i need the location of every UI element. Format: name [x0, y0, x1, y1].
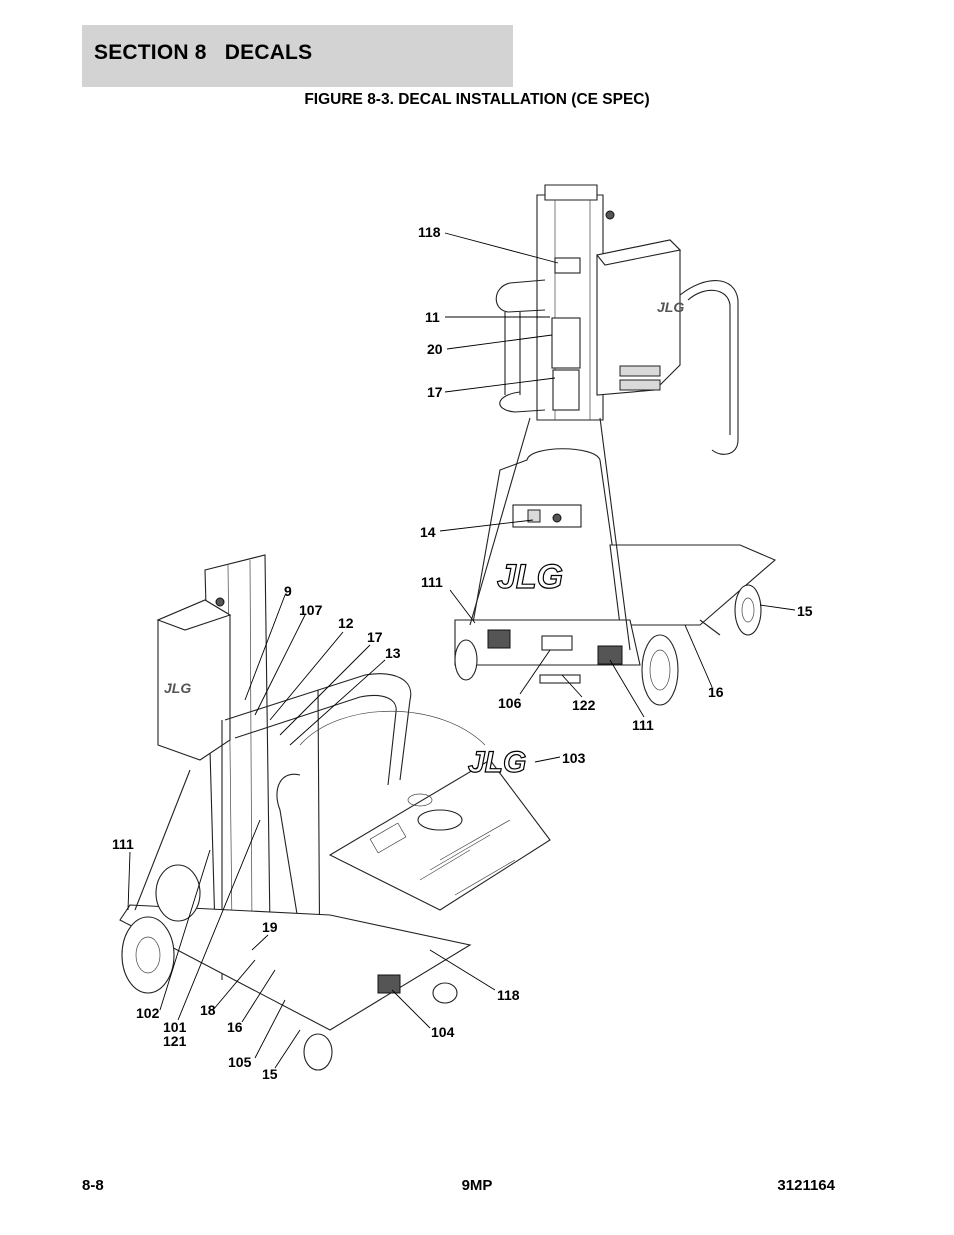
callout-11: 11: [425, 309, 440, 325]
figure-title: FIGURE 8-3. DECAL INSTALLATION (CE SPEC): [304, 91, 650, 108]
callout-13: 13: [385, 645, 401, 661]
callout-105: 105: [228, 1054, 252, 1070]
callout-103: 103: [562, 750, 586, 766]
callout-leader-lines: [127, 232, 796, 1069]
callout-18: 18: [200, 1002, 216, 1018]
svg-text:JLG: JLG: [497, 558, 563, 596]
callout-106: 106: [498, 695, 522, 711]
callout-19: 19: [262, 919, 278, 935]
svg-text:JLG: JLG: [164, 680, 191, 696]
callout-16-upper: 16: [708, 684, 724, 700]
callout-118-upper: 118: [418, 224, 441, 240]
svg-text:JLG: JLG: [657, 299, 684, 315]
callout-16-lower: 16: [227, 1019, 243, 1035]
callout-17-upper: 17: [427, 384, 443, 400]
callout-20: 20: [427, 341, 443, 357]
jlg-logo-decal: JLG: [468, 746, 526, 779]
callout-121: 121: [163, 1033, 187, 1049]
callout-15-upper: 15: [797, 603, 813, 619]
callout-12: 12: [338, 615, 354, 631]
callout-122: 122: [572, 697, 596, 713]
section-title: SECTION 8 DECALS: [94, 41, 313, 64]
footer-model: 9MP: [461, 1177, 493, 1194]
section-header-bar: [82, 25, 513, 87]
callout-9: 9: [284, 583, 292, 599]
callout-labels: 118 11 20 17 14 111 15 16 106 122 111 10…: [112, 224, 813, 1082]
footer-page-number: 8-8: [82, 1177, 104, 1194]
callout-111-upper-left: 111: [421, 574, 443, 590]
machine-rear-view: [454, 184, 777, 706]
callout-118-lower: 118: [497, 987, 520, 1003]
jlg-logo-detail: JLG JLG JLG JLG: [164, 299, 684, 780]
footer-part-number: 3121164: [777, 1177, 835, 1194]
callout-14: 14: [420, 524, 436, 540]
machine-front-view: [119, 554, 551, 1071]
callout-101: 101: [163, 1019, 187, 1035]
callout-104: 104: [431, 1024, 455, 1040]
callout-107: 107: [299, 602, 323, 618]
callout-111-lower: 111: [112, 836, 134, 852]
callout-102: 102: [136, 1005, 160, 1021]
callout-15-lower: 15: [262, 1066, 278, 1082]
callout-111-upper-right: 111: [632, 717, 654, 733]
callout-17-lower: 17: [367, 629, 383, 645]
